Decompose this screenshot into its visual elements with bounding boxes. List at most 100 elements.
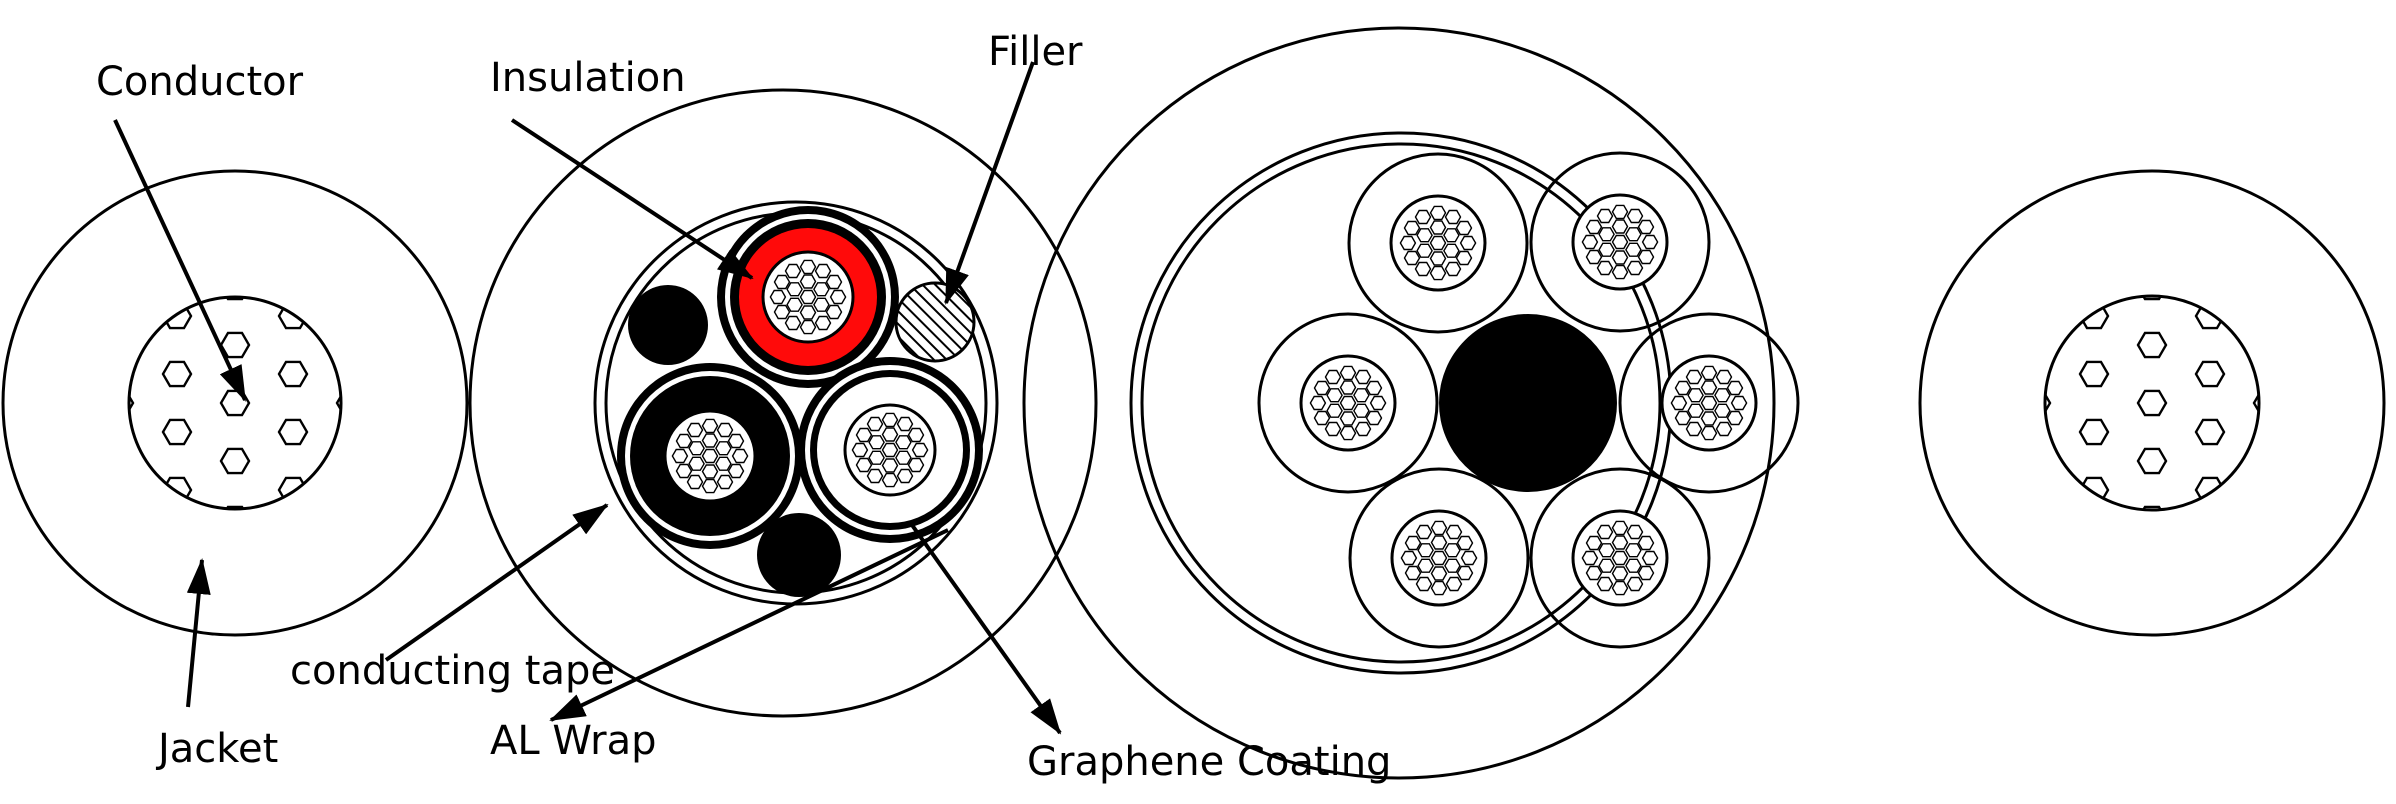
- conductor-strand: [1637, 219, 1655, 235]
- conductor-strand: [2194, 360, 2226, 388]
- conductor-strand: [1611, 234, 1629, 250]
- conductor-strand: [799, 289, 817, 305]
- conductor-strand: [881, 472, 899, 488]
- conductor-strand: [1685, 369, 1703, 385]
- conductor-strand: [716, 422, 734, 438]
- conductor-strand: [881, 458, 899, 473]
- label-jacket: Jacket: [155, 726, 278, 772]
- leader-arrows: [113, 61, 1062, 735]
- label-filler: Filler: [988, 29, 1083, 75]
- conductor-strand: [1611, 264, 1629, 280]
- conductor-strand: [1339, 365, 1357, 381]
- conductor-strand: [784, 315, 802, 331]
- core-brown: [1347, 152, 1529, 334]
- label-insulation: Insulation: [490, 55, 686, 101]
- conductor-strand: [1611, 219, 1629, 234]
- conductor-strand: [1596, 576, 1614, 592]
- conductor-strand: [1339, 395, 1357, 411]
- cable-single-core-left: [1, 169, 469, 637]
- conductor-strand: [1585, 535, 1603, 551]
- conductor-strand: [1365, 380, 1383, 396]
- conductor-strand: [1730, 395, 1748, 411]
- filler-arrow: [944, 61, 1035, 305]
- conductor-strand: [2136, 505, 2168, 510]
- conductor-strand: [1460, 550, 1478, 566]
- conductor-strand: [1726, 380, 1744, 396]
- conductor-strand: [814, 263, 832, 279]
- conductor-arrow: [113, 119, 247, 402]
- conductor-strand: [1585, 565, 1603, 581]
- conductor-strand: [1641, 550, 1659, 566]
- al-wrap-arrow: [549, 528, 949, 722]
- conductor-strand: [1429, 251, 1447, 266]
- conductor-strand: [1326, 388, 1343, 403]
- core-white-graphene-coated: [797, 357, 983, 543]
- core-red: [1529, 151, 1711, 333]
- conductor-strand: [825, 274, 843, 290]
- conductor-strand: [1444, 558, 1461, 573]
- conductor-strand: [2136, 447, 2168, 475]
- conductor-strand: [219, 297, 251, 301]
- conductor-strand: [1429, 265, 1447, 281]
- conductor-strand: [1674, 380, 1692, 396]
- stranded-conductor: [127, 295, 343, 511]
- conductor-strand: [686, 422, 704, 438]
- conductor-strand: [1456, 535, 1474, 551]
- conductor-strand: [868, 450, 885, 465]
- jacket-arrow: [186, 558, 211, 708]
- conductor-strand: [1415, 576, 1433, 592]
- jacket-outer: [1, 169, 469, 637]
- filler-black-top: [628, 285, 708, 365]
- conductor-strand: [1715, 369, 1733, 385]
- conductor-strand: [1365, 410, 1383, 426]
- conductor-strand: [1430, 566, 1448, 581]
- conductor-strand: [1353, 403, 1370, 418]
- conductor-strand: [1445, 576, 1463, 592]
- filler-hatched: [894, 281, 976, 363]
- conductor-strand: [688, 441, 705, 456]
- insulation-arrow: [510, 118, 754, 280]
- center-filler-black: [1439, 314, 1617, 492]
- stranded-conductor: [2043, 294, 2261, 512]
- conductor-strand: [786, 282, 803, 297]
- conductor-strand: [829, 289, 847, 305]
- conductor-strand: [895, 435, 912, 450]
- conductor-strand: [1626, 260, 1644, 276]
- conductor-strand: [813, 297, 830, 312]
- conductor-strand: [773, 304, 791, 320]
- conductor-strand: [161, 418, 193, 446]
- conductor-strand: [1641, 234, 1659, 250]
- conductor-strand: [1324, 369, 1342, 385]
- core-orange: [1618, 312, 1800, 494]
- conductor-strand: [1611, 204, 1629, 220]
- conductor-strand: [1700, 380, 1718, 395]
- jacket-outer: [1022, 26, 1776, 780]
- core-blue: [1257, 312, 1439, 494]
- conductor-strand: [1313, 410, 1331, 426]
- conductor-strand: [1581, 234, 1599, 250]
- conductor-strand: [1403, 250, 1421, 266]
- conductor-strand: [1625, 242, 1642, 257]
- conductor-strand: [769, 289, 787, 305]
- conductor-strand: [1674, 410, 1692, 426]
- conductor-strand: [671, 448, 689, 464]
- conductor-strand: [784, 263, 802, 279]
- conductor-strand: [1414, 261, 1432, 277]
- conductor-strand: [688, 456, 705, 471]
- label-conducting-tape: conducting tape: [290, 648, 615, 694]
- conductor-strand: [896, 416, 914, 432]
- conductor-strand: [1625, 558, 1642, 573]
- conductor-strand: [1404, 565, 1422, 581]
- conductor-strand: [727, 463, 745, 479]
- conductor-strand: [161, 360, 193, 388]
- conductor-strand: [1354, 369, 1372, 385]
- conductor-strand: [1339, 380, 1357, 395]
- conductor-strand: [715, 441, 732, 456]
- conductor-strand: [1611, 535, 1629, 550]
- conductor-strand: [786, 297, 803, 312]
- conductor-strand: [1400, 550, 1418, 566]
- conductor-strand: [1354, 421, 1372, 437]
- conductor-strand: [1459, 235, 1477, 251]
- conductor-strand: [1611, 520, 1629, 536]
